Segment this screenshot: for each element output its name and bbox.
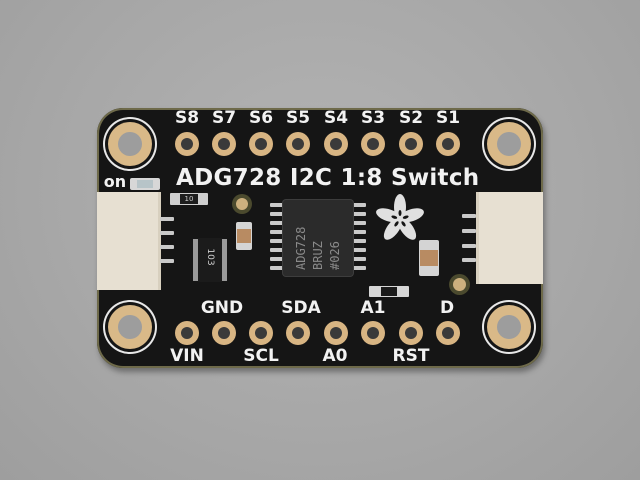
- chip-pin: [352, 266, 366, 270]
- pad-scl: [249, 321, 273, 345]
- pad-gnd: [212, 321, 236, 345]
- connector-pin: [462, 214, 476, 218]
- board-title: ADG728 I2C 1:8 Switch: [176, 165, 480, 191]
- adg728-chip: [283, 200, 353, 276]
- pad-s2: [399, 132, 423, 156]
- pin-label-scl: SCL: [243, 346, 279, 366]
- pin-label-s6: S6: [248, 108, 274, 128]
- chip-pin: [270, 203, 284, 207]
- connector-pin: [160, 231, 174, 235]
- chip-pin: [270, 248, 284, 252]
- test-pad-right: [453, 278, 466, 291]
- connector-pin: [462, 244, 476, 248]
- pad-a0: [324, 321, 348, 345]
- chip-pin: [270, 257, 284, 261]
- pad-rst: [399, 321, 423, 345]
- pin-label-s4: S4: [323, 108, 349, 128]
- pin-label-s5: S5: [285, 108, 311, 128]
- chip-pin: [352, 239, 366, 243]
- connector-pin: [160, 259, 174, 263]
- pin-label-vin: VIN: [170, 346, 204, 366]
- pad-s4: [324, 132, 348, 156]
- resistor-network: [198, 238, 222, 282]
- resistor-marking: 10: [184, 195, 194, 203]
- flower-logo-icon: [374, 192, 426, 244]
- pad-sda: [286, 321, 310, 345]
- stemma-qt-connector-left: [97, 192, 161, 290]
- mounting-hole-top-left: [108, 122, 152, 166]
- pin-label-a0: A0: [322, 346, 348, 366]
- pad-s8: [175, 132, 199, 156]
- capacitor-right-body: [420, 250, 438, 266]
- chip-pin: [352, 203, 366, 207]
- chip-pin: [352, 248, 366, 252]
- pin-label-sda: SDA: [281, 298, 321, 318]
- connector-pin: [160, 217, 174, 221]
- pad-s5: [286, 132, 310, 156]
- chip-pin: [270, 221, 284, 225]
- pin-label-s2: S2: [398, 108, 424, 128]
- mounting-hole-top-right: [487, 122, 531, 166]
- chip-pin: [270, 239, 284, 243]
- chip-marking-line-3: #026: [328, 241, 342, 270]
- pad-s7: [212, 132, 236, 156]
- chip-pin: [270, 266, 284, 270]
- connector-pin: [160, 245, 174, 249]
- resistor-small-body: [381, 287, 397, 296]
- pin-label-a1: A1: [360, 298, 386, 318]
- pin-label-s1: S1: [435, 108, 461, 128]
- resistor-network-marking: 103: [205, 248, 215, 266]
- pad-s1: [436, 132, 460, 156]
- capacitor-left-body: [237, 229, 251, 243]
- mounting-hole-bottom-right: [487, 305, 531, 349]
- pin-label-rst: RST: [392, 346, 430, 366]
- mounting-hole-bottom-left: [108, 305, 152, 349]
- power-led-body: [137, 180, 153, 188]
- pin-label-gnd: GND: [200, 298, 244, 318]
- pin-label-s3: S3: [360, 108, 386, 128]
- pad-s3: [361, 132, 385, 156]
- connector-pin: [462, 229, 476, 233]
- pad-s6: [249, 132, 273, 156]
- pad-vin: [175, 321, 199, 345]
- chip-pin: [352, 221, 366, 225]
- chip-pin: [352, 230, 366, 234]
- resistor-body: [180, 194, 198, 204]
- pin-label-s8: S8: [174, 108, 200, 128]
- pad-d: [436, 321, 460, 345]
- power-led-label: on: [103, 172, 127, 191]
- pin-label-s7: S7: [211, 108, 237, 128]
- chip-pin: [352, 257, 366, 261]
- chip-marking-line-1: ADG728: [294, 226, 308, 270]
- chip-pin: [270, 230, 284, 234]
- pad-a1: [361, 321, 385, 345]
- chip-pin: [352, 212, 366, 216]
- connector-pin: [462, 258, 476, 262]
- test-pad-left: [236, 198, 248, 210]
- pin-label-d: D: [439, 298, 455, 318]
- chip-pin: [270, 212, 284, 216]
- chip-marking-line-2: BRUZ: [311, 241, 325, 270]
- stemma-qt-connector-right: [476, 192, 543, 284]
